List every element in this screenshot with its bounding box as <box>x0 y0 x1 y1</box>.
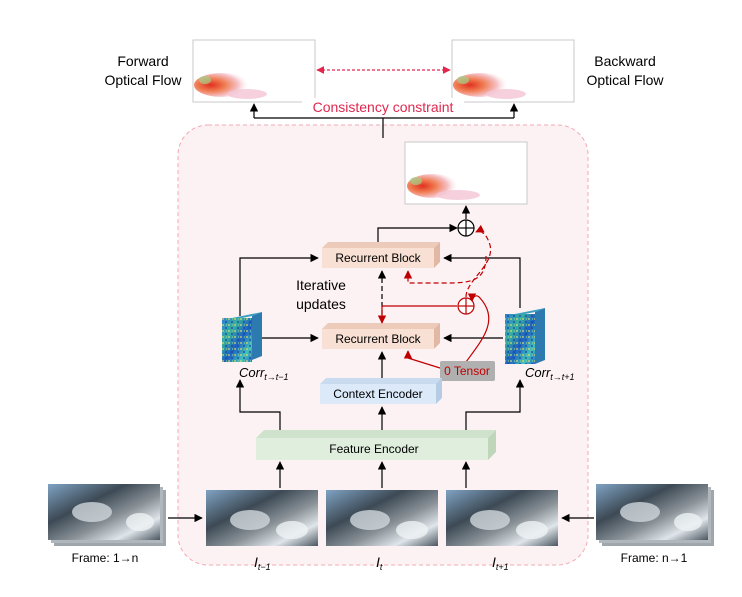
frame-stack-right-label: Frame: n→1 <box>621 551 688 565</box>
corr-left-label: Corrt→t−1 <box>239 365 289 382</box>
frame-current-label: It <box>376 554 383 572</box>
corr-left-to-top-arrow <box>239 253 319 316</box>
top-add-operator <box>457 219 475 237</box>
forward-flow-image <box>192 39 316 103</box>
feature-to-corr-left-arrow <box>235 379 281 430</box>
backward-flow-image <box>451 39 575 103</box>
feature-encoder: Feature Encoder <box>256 430 496 460</box>
consistency-label-bg <box>302 98 464 116</box>
recurrent-block-top: Recurrent Block <box>322 242 440 268</box>
context-encoder: Context Encoder <box>320 378 442 404</box>
frame-stack-right <box>596 484 714 546</box>
context-encoder-label: Context Encoder <box>333 387 422 401</box>
recurrent-block-top-label: Recurrent Block <box>335 251 421 265</box>
frame-prev <box>206 490 318 546</box>
frame-next <box>446 490 558 546</box>
zero-tensor-to-recurrent-arrow <box>403 350 441 369</box>
zero-tensor-to-plus-arrow <box>465 293 490 363</box>
frame-prev-label: It−1 <box>254 554 271 572</box>
feature-to-corr-right-arrow <box>465 379 525 430</box>
feature-encoder-label: Feature Encoder <box>329 442 418 456</box>
frame-stack-left <box>48 484 166 546</box>
corr-volume-right <box>505 308 545 364</box>
forward-flow-label-line1: Forward <box>117 53 168 69</box>
corr-right-to-top-arrow <box>443 253 521 308</box>
frame-next-label: It+1 <box>492 554 509 572</box>
corr-right-label: Corrt→t+1 <box>525 365 575 382</box>
frame-stack-left-label: Frame: 1→n <box>72 551 139 565</box>
recurrent-top-to-plus-arrow <box>377 223 458 242</box>
forward-flow-label-line2: Optical Flow <box>104 72 182 88</box>
recurrent-block-bottom: Recurrent Block <box>322 323 440 349</box>
frame-current <box>326 490 438 546</box>
consistency-connector <box>249 103 519 138</box>
consistency-label: Consistency constraint <box>313 99 454 115</box>
zero-tensor-label: 0 Tensor <box>444 364 490 378</box>
recurrent-block-bottom-label: Recurrent Block <box>335 332 421 346</box>
iterative-label-line1: Iterative <box>296 277 346 293</box>
red-dashed-loop <box>403 255 487 284</box>
corr-volume-left <box>222 312 262 362</box>
mid-plus-to-recurrent-arrow <box>377 305 457 324</box>
iterative-label-line2: updates <box>296 296 346 312</box>
backward-flow-label-line2: Optical Flow <box>586 72 664 88</box>
backward-flow-label-line1: Backward <box>594 53 655 69</box>
output-flow-image <box>404 141 528 205</box>
mid-add-operator <box>457 297 475 315</box>
zero-tensor-box: 0 Tensor <box>440 361 495 381</box>
iterative-red-dashed-curve <box>465 224 492 298</box>
